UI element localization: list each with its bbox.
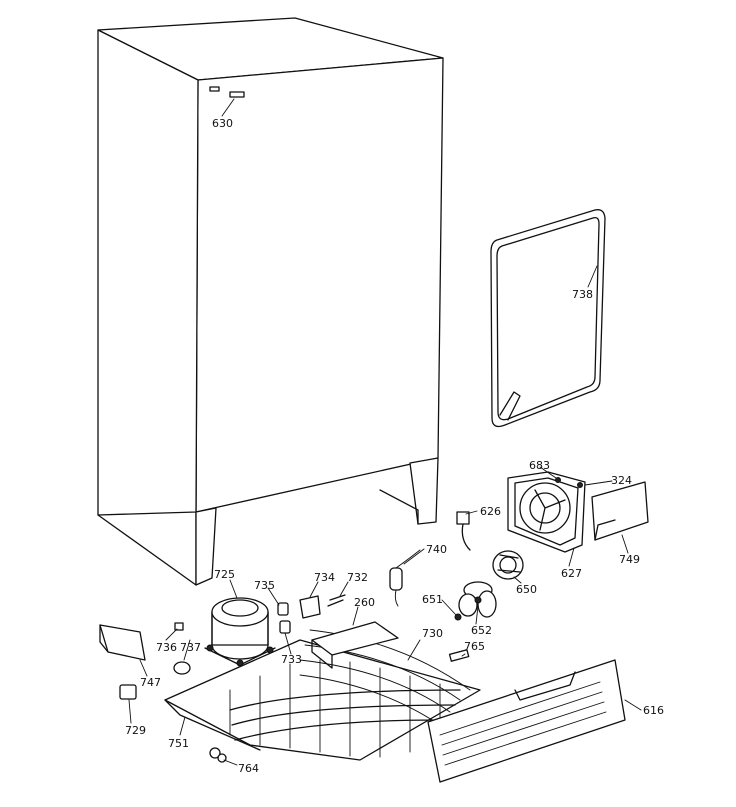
fan-motor-650	[492, 550, 524, 580]
fan-blade-651-652	[454, 581, 497, 621]
label-737: 737	[180, 641, 201, 654]
label-324: 324	[611, 474, 632, 487]
bracket-626	[456, 511, 471, 551]
grommet-737	[173, 661, 191, 675]
label-729: 729	[125, 724, 146, 737]
label-627: 627	[561, 567, 582, 580]
label-651: 651	[422, 593, 443, 606]
label-260: 260	[354, 596, 375, 609]
base-pan-751	[164, 639, 481, 761]
screw-683	[555, 477, 561, 483]
grille-616	[427, 659, 626, 783]
label-738: 738	[572, 288, 593, 301]
label-630: 630	[212, 117, 233, 130]
clip-765	[448, 649, 470, 662]
label-749: 749	[619, 553, 640, 566]
clip-764	[209, 747, 227, 763]
bracket-734	[299, 595, 321, 619]
label-740: 740	[426, 543, 447, 556]
screw-324	[577, 482, 583, 488]
door-gasket-738	[490, 209, 606, 428]
label-616: 616	[643, 704, 664, 717]
clip-732	[327, 594, 346, 607]
label-732: 732	[347, 571, 368, 584]
label-683: 683	[529, 459, 550, 472]
leader-lines	[128, 98, 642, 766]
defrost-740	[389, 549, 421, 607]
refrigerator-cabinet	[97, 17, 444, 586]
compressor-725	[204, 597, 276, 667]
capacitor-729	[119, 684, 137, 700]
relay-735	[277, 602, 289, 616]
label-733: 733	[281, 653, 302, 666]
fan-housing-627	[507, 471, 586, 553]
part-labels: 630 738 683 324 626 740 627 749 650 725 …	[125, 117, 664, 775]
cover-749	[591, 481, 649, 541]
label-736: 736	[156, 641, 177, 654]
bracket-747	[99, 624, 146, 661]
condenser-coil-730	[299, 629, 471, 726]
label-765: 765	[464, 640, 485, 653]
label-764: 764	[238, 762, 259, 775]
overload-733	[279, 620, 291, 634]
label-751: 751	[168, 737, 189, 750]
label-725: 725	[214, 568, 235, 581]
label-652: 652	[471, 624, 492, 637]
label-734: 734	[314, 571, 335, 584]
label-650: 650	[516, 583, 537, 596]
label-626: 626	[480, 505, 501, 518]
label-735: 735	[254, 579, 275, 592]
label-747: 747	[140, 676, 161, 689]
shroud-260	[311, 621, 399, 669]
label-730: 730	[422, 627, 443, 640]
grommet-736	[174, 622, 184, 631]
